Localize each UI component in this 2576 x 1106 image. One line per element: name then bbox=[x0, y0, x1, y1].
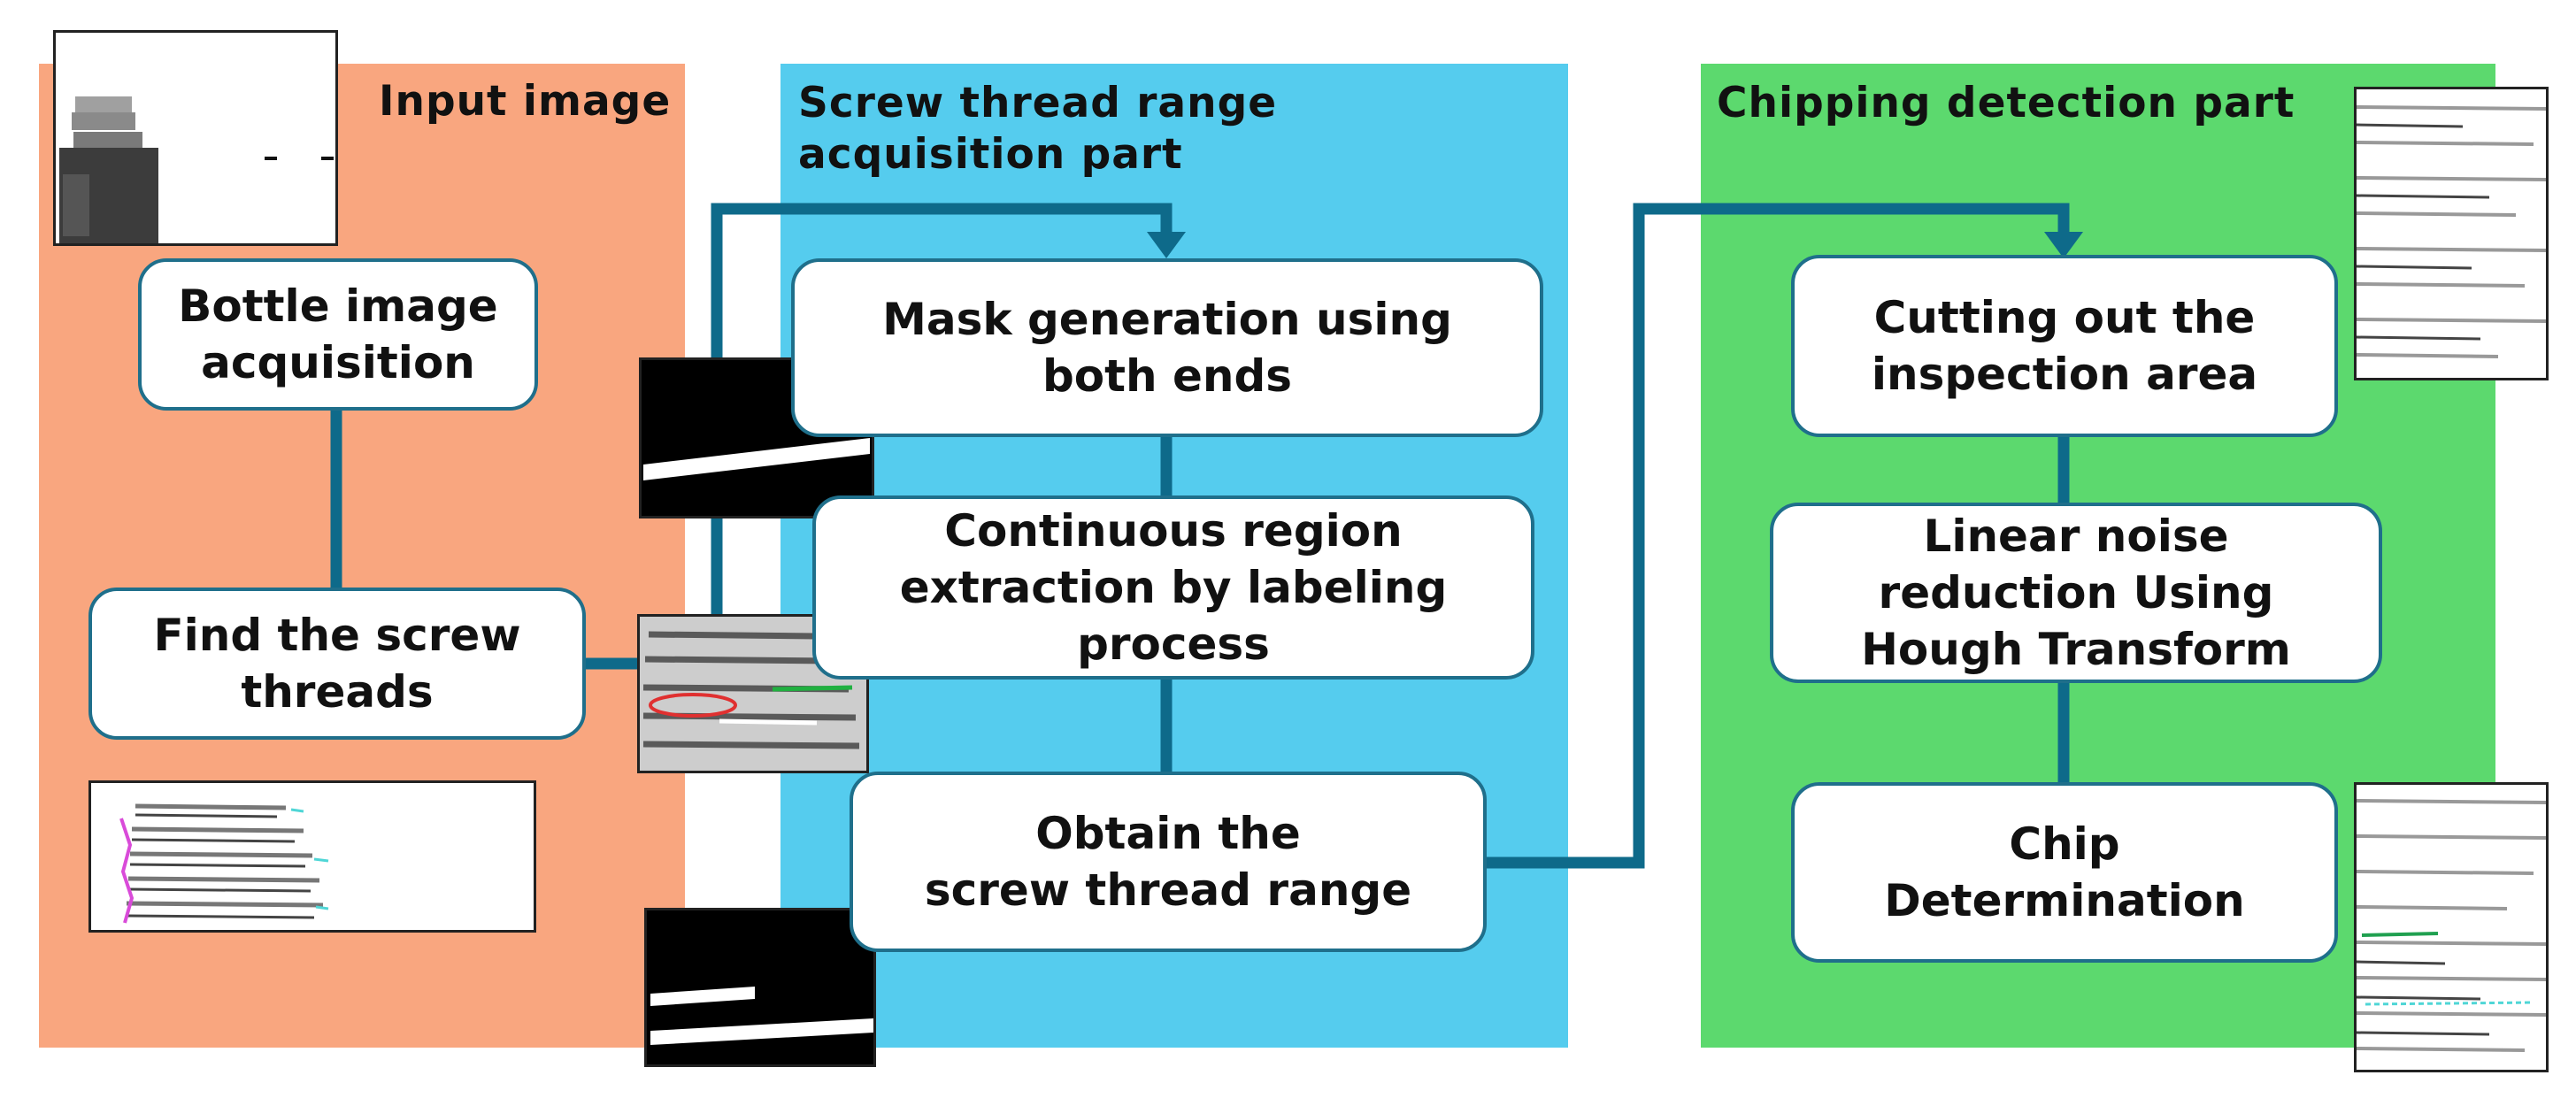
step-obtain-screw-thread-range: Obtain the screw thread range bbox=[850, 772, 1487, 952]
chipping-detection-title: Chipping detection part bbox=[1717, 79, 2295, 127]
step-mask-generation: Mask generation using both ends bbox=[791, 258, 1543, 437]
thread-edge-detection-thumbnail bbox=[88, 780, 536, 933]
bottle-photo-image bbox=[56, 33, 335, 243]
step-continuous-region-extraction: Continuous region extraction by labeling… bbox=[812, 495, 1534, 680]
connector-obtain-to-cutting bbox=[1479, 203, 2070, 869]
binary-mask-two-image bbox=[647, 910, 873, 1064]
chip-detection-result-thumbnail bbox=[2354, 782, 2549, 1072]
step-cutting-out-inspection-area: Cutting out the inspection area bbox=[1791, 255, 2338, 437]
bottle-photo-thumbnail bbox=[53, 30, 338, 246]
chip-detection-image bbox=[2357, 785, 2546, 1070]
arrowhead-mask bbox=[1147, 232, 1186, 258]
binary-mask-two-lines-thumbnail bbox=[644, 908, 876, 1067]
step-chip-determination: Chip Determination bbox=[1791, 782, 2338, 963]
arrowhead-cutting bbox=[2044, 232, 2083, 258]
inspection-area-image bbox=[2357, 89, 2546, 378]
inspection-area-crop-thumbnail bbox=[2354, 87, 2549, 380]
step-linear-noise-reduction: Linear noise reduction Using Hough Trans… bbox=[1770, 503, 2382, 683]
step-find-screw-threads: Find the screw threads bbox=[88, 588, 586, 740]
input-image-title: Input image bbox=[379, 77, 672, 126]
thread-edge-image bbox=[91, 783, 534, 930]
step-bottle-image-acquisition: Bottle image acquisition bbox=[138, 258, 538, 411]
screw-thread-title: Screw thread range acquisition part bbox=[798, 79, 1278, 179]
